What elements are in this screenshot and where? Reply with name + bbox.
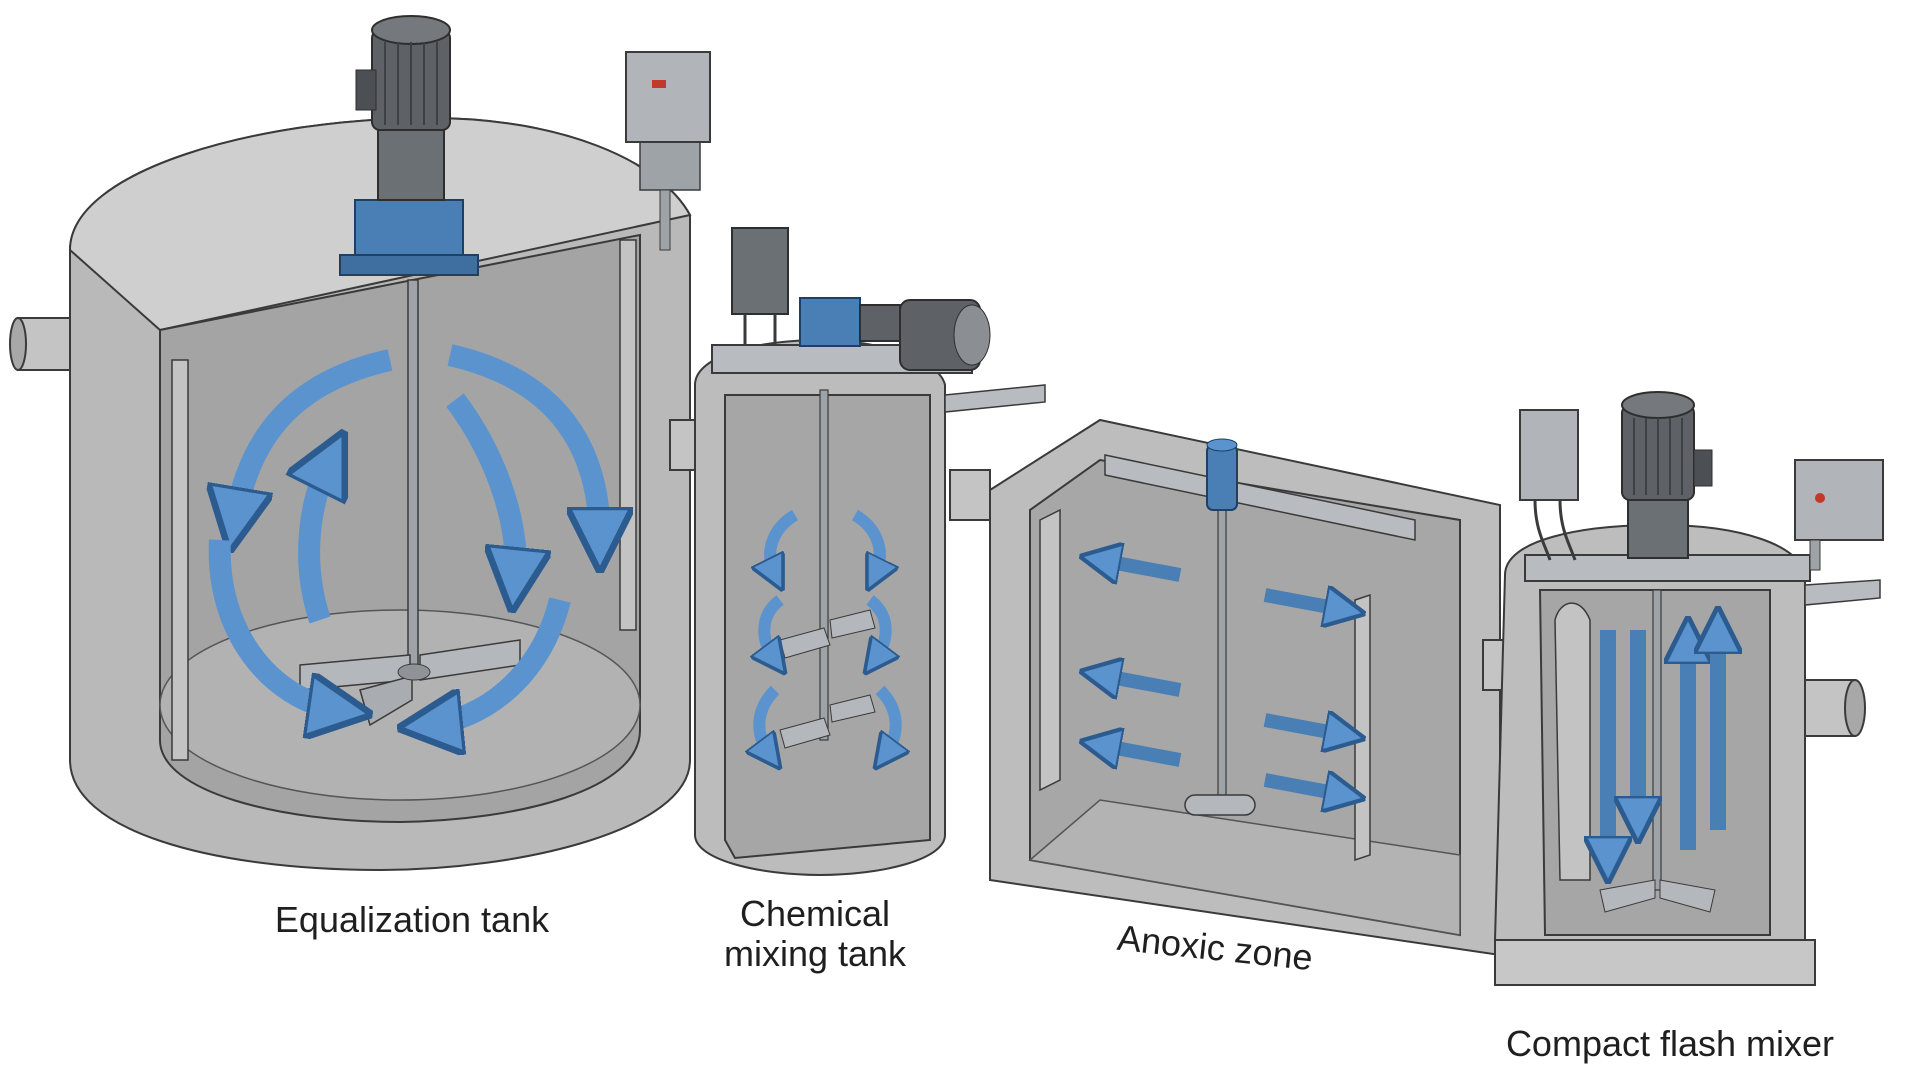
- mixer-mount: [339, 199, 479, 276]
- equalization-tank: [9, 15, 711, 872]
- inlet-pipe: [9, 317, 79, 371]
- equalization-tank-label: Equalization tank: [274, 899, 550, 940]
- anoxic-zone: [989, 418, 1501, 957]
- chemical-mixing-tank: [669, 227, 1046, 877]
- impeller-icon: [1184, 794, 1256, 816]
- motor-icon: [1621, 391, 1713, 559]
- flow-arrow-icon: [1100, 560, 1345, 795]
- chemical-label-line-1: Chemical: [739, 893, 891, 934]
- flow-arrow-icon: [1608, 630, 1718, 860]
- control-box-icon: [1519, 409, 1579, 561]
- impeller-icon: [779, 609, 876, 749]
- flow-arrow-icon: [759, 509, 895, 755]
- motor-icon: [1206, 438, 1238, 511]
- flow-arrow-icon: [220, 344, 600, 725]
- chemical-mixing-tank-label: Chemical mixing tank: [690, 894, 940, 974]
- motor-icon: [355, 15, 451, 201]
- control-box-icon: [625, 51, 711, 251]
- compact-flash-mixer-label: Compact flash mixer: [1505, 1023, 1835, 1064]
- control-box-icon: [1794, 459, 1884, 606]
- motor-icon: [799, 297, 991, 371]
- control-box-icon: [731, 227, 789, 345]
- chemical-label-line-2: mixing tank: [723, 933, 907, 974]
- compact-flash-mixer: [1482, 391, 1884, 986]
- impeller-icon: [1599, 879, 1716, 913]
